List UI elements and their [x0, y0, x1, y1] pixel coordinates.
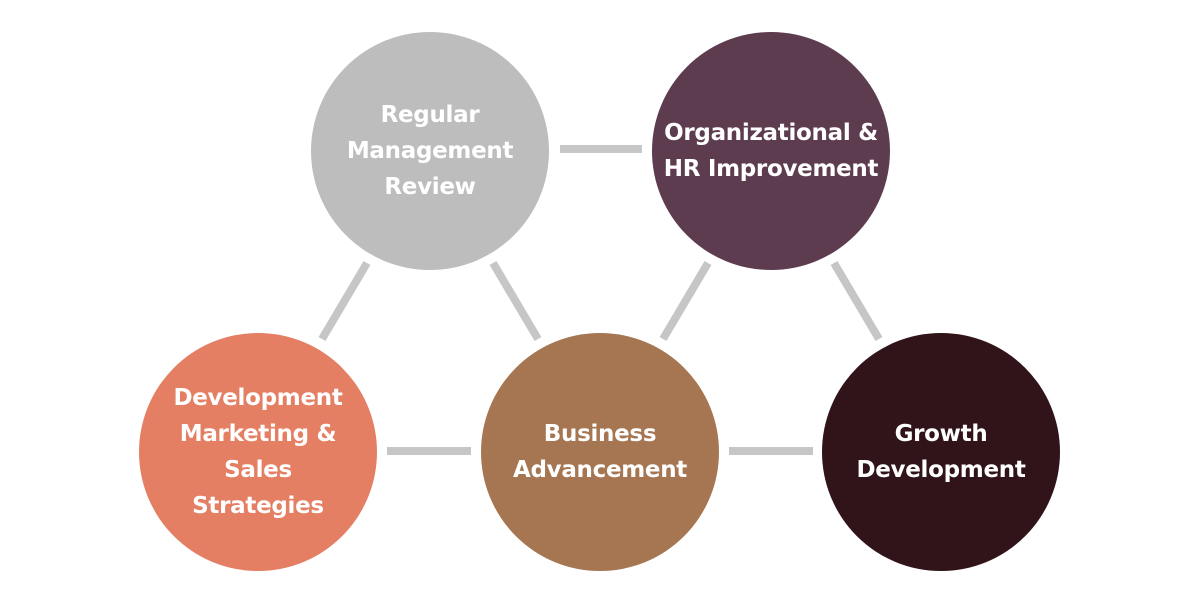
node-development-marketing-sales: Development Marketing & Sales Strategies: [139, 333, 377, 571]
node-label: Growth Development: [856, 421, 1026, 483]
node-regular-management-review: Regular Management Review: [311, 32, 549, 270]
connector-hr-growth: [830, 260, 883, 342]
node-business-advancement: Business Advancement: [481, 333, 719, 571]
node-organizational-hr-improvement: Organizational & HR Improvement: [652, 32, 890, 270]
node-label: Organizational & HR Improvement: [663, 120, 879, 182]
node-label: Development Marketing & Sales Strategies: [173, 385, 343, 519]
connector-review-marketing: [318, 260, 371, 342]
node-label: Business Advancement: [512, 421, 688, 483]
node-label: Regular Management Review: [346, 102, 514, 200]
connector-review-business: [489, 260, 542, 342]
node-growth-development: Growth Development: [822, 333, 1060, 571]
connector-hr-business: [659, 260, 712, 342]
